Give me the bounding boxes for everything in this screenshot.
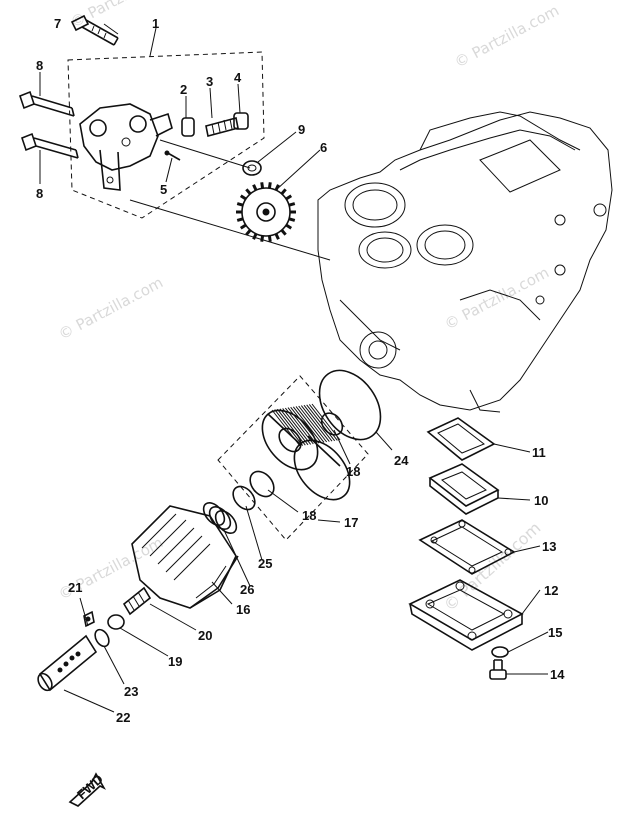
oil-filter-element (261, 403, 351, 501)
callout-15: 15 (548, 625, 562, 640)
leader-lines (39, 23, 549, 713)
callout-18-upper: 18 (346, 464, 360, 479)
relief-valve-body-22 (37, 634, 98, 692)
oil-pump-body (79, 103, 173, 191)
callout-22: 22 (116, 710, 130, 725)
callout-2: 2 (180, 82, 187, 97)
callout-labels: 1 2 3 4 5 6 7 8 8 9 10 11 12 13 14 15 16… (36, 16, 565, 725)
bolt-21 (83, 610, 95, 628)
pin-2 (181, 117, 195, 137)
callout-10: 10 (534, 493, 548, 508)
callout-11: 11 (532, 445, 546, 460)
watermark-mid-right: © Partzilla.com (441, 263, 552, 333)
callout-19: 19 (168, 654, 182, 669)
callout-4: 4 (234, 70, 242, 85)
callout-24: 24 (394, 453, 409, 468)
callout-13: 13 (542, 539, 556, 554)
o-ring-23 (94, 628, 110, 648)
seal-18-upper (320, 412, 344, 436)
callout-8-lower: 8 (36, 186, 43, 201)
watermark-low-right: © Partzilla.com (440, 518, 544, 615)
callout-18-lower: 18 (302, 508, 316, 523)
bolt-8-upper (19, 90, 75, 117)
bolt-8-lower (21, 132, 79, 159)
filter-assembly-outline (217, 375, 369, 541)
plug-4 (233, 112, 249, 130)
callout-8-upper: 8 (36, 58, 43, 73)
bolt-14 (489, 659, 507, 680)
callout-14: 14 (550, 667, 565, 682)
strainer-10 (428, 463, 500, 515)
callout-21: 21 (68, 580, 82, 595)
callout-26: 26 (240, 582, 254, 597)
callout-25: 25 (258, 556, 272, 571)
o-ring-25 (232, 485, 256, 511)
callout-16: 16 (236, 602, 250, 617)
callout-17: 17 (344, 515, 358, 530)
washer-15 (491, 646, 509, 658)
oil-pump-assembly-outline (67, 51, 265, 219)
callout-23: 23 (124, 684, 138, 699)
seal-18-lower (249, 470, 275, 498)
spring-3 (205, 117, 239, 137)
dowel-pin-5 (164, 150, 181, 161)
crankcase (317, 111, 613, 413)
callout-5: 5 (160, 182, 167, 197)
watermark-mid-left: © Partzilla.com (55, 273, 166, 343)
bolt-7 (70, 14, 119, 46)
fwd-arrow: FWD (68, 771, 106, 807)
watermark-top-right: © Partzilla.com (451, 1, 562, 71)
gear-6 (236, 182, 296, 242)
relief-valve-19 (107, 614, 125, 630)
collar-9 (242, 160, 262, 176)
callout-1: 1 (152, 16, 159, 31)
callout-7: 7 (54, 16, 61, 31)
callout-12: 12 (544, 583, 558, 598)
gasket-11 (426, 417, 496, 461)
callout-3: 3 (206, 74, 213, 89)
callout-6: 6 (320, 140, 327, 155)
callout-9: 9 (298, 122, 305, 137)
callout-20: 20 (198, 628, 212, 643)
o-ring-24 (318, 369, 382, 441)
spring-20 (122, 586, 152, 616)
